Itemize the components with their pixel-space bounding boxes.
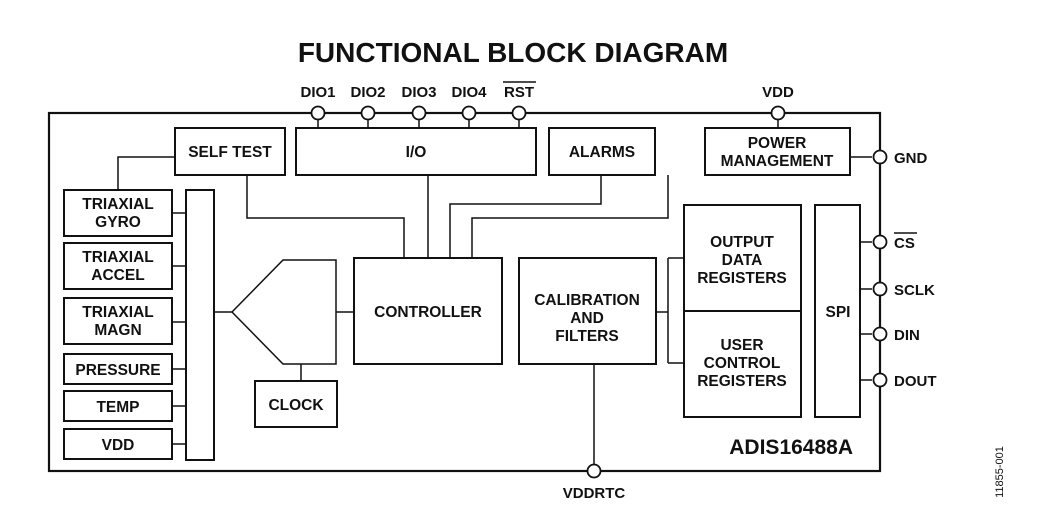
triaxial-accel-label-1: TRIAXIAL <box>82 249 153 266</box>
triaxial-magn-label-1: TRIAXIAL <box>82 304 153 321</box>
io-label: I/O <box>406 144 427 161</box>
pressure-label: PRESSURE <box>75 362 160 379</box>
sensor-bus <box>185 189 215 461</box>
triaxial-magn-label-2: MAGN <box>94 322 141 339</box>
diagram-title: FUNCTIONAL BLOCK DIAGRAM <box>298 37 728 68</box>
triaxial-gyro-label-1: TRIAXIAL <box>82 196 153 213</box>
controller-block: CONTROLLER <box>353 257 503 365</box>
figure-code: 11855-001 <box>994 446 1006 498</box>
pin-label-gnd: GND <box>894 150 928 167</box>
power-management-label-2: MANAGEMENT <box>721 153 834 170</box>
pin-vdd <box>770 105 786 121</box>
triaxial-accel-block: TRIAXIAL ACCEL <box>63 242 173 290</box>
user-registers-label-3: REGISTERS <box>697 373 787 390</box>
pin-vddrtc <box>586 463 602 479</box>
output-data-registers-block: OUTPUT DATA REGISTERS <box>683 204 802 312</box>
user-control-registers-block: USER CONTROL REGISTERS <box>683 310 802 418</box>
controller-label: CONTROLLER <box>374 304 482 321</box>
part-number: ADIS16488A <box>729 436 853 459</box>
pin-rst <box>511 105 527 121</box>
pin-dio2 <box>360 105 376 121</box>
spi-block: SPI <box>814 204 861 418</box>
calibration-block: CALIBRATION AND FILTERS <box>518 257 657 365</box>
pin-dio3 <box>411 105 427 121</box>
triaxial-gyro-label-2: GYRO <box>95 214 141 231</box>
pin-sclk <box>872 281 888 297</box>
output-registers-label-2: DATA <box>722 252 763 269</box>
pin-label-vdd: VDD <box>762 84 794 101</box>
pin-label-dio4: DIO4 <box>451 84 487 101</box>
pin-label-dio2: DIO2 <box>350 84 385 101</box>
pin-dio1 <box>310 105 326 121</box>
pin-label-dio1: DIO1 <box>300 84 335 101</box>
output-registers-label-3: REGISTERS <box>697 270 787 287</box>
pin-label-sclk: SCLK <box>894 282 935 299</box>
alarms-label: ALARMS <box>569 144 635 161</box>
pin-label-vddrtc: VDDRTC <box>563 485 626 502</box>
self-test-label: SELF TEST <box>188 144 272 161</box>
alarms-block: ALARMS <box>548 127 656 176</box>
calibration-label-3: FILTERS <box>555 328 618 345</box>
calibration-label-1: CALIBRATION <box>534 292 640 309</box>
pin-gnd <box>872 149 888 165</box>
connection-wires <box>117 113 872 464</box>
pin-label-din: DIN <box>894 327 920 344</box>
output-registers-label-1: OUTPUT <box>710 234 774 251</box>
pin-label-rst: RST <box>504 84 534 101</box>
self-test-block: SELF TEST <box>174 127 286 176</box>
temp-label: TEMP <box>96 399 139 416</box>
pin-din <box>872 326 888 342</box>
vdd-sensor-block: VDD <box>63 428 173 460</box>
triaxial-accel-label-2: ACCEL <box>91 267 144 284</box>
io-block: I/O <box>295 127 537 176</box>
pin-label-dio3: DIO3 <box>401 84 436 101</box>
pin-label-dout: DOUT <box>894 373 937 390</box>
triaxial-magn-block: TRIAXIAL MAGN <box>63 297 173 345</box>
temp-block: TEMP <box>63 390 173 422</box>
calibration-label-2: AND <box>570 310 604 327</box>
clock-label: CLOCK <box>268 397 324 414</box>
pin-label-cs: CS <box>894 235 915 252</box>
spi-label: SPI <box>826 304 851 321</box>
pin-dout <box>872 372 888 388</box>
clock-block: CLOCK <box>254 380 338 428</box>
top-pins: DIO1 DIO2 DIO3 DIO4 RST VDD <box>300 81 794 121</box>
pin-dio4 <box>461 105 477 121</box>
triaxial-gyro-block: TRIAXIAL GYRO <box>63 189 173 237</box>
bottom-pins: VDDRTC <box>563 463 626 502</box>
pin-cs <box>872 234 888 250</box>
power-management-block: POWER MANAGEMENT <box>704 127 851 176</box>
user-registers-label-2: CONTROL <box>704 355 781 372</box>
right-pins: GND CS SCLK DIN DOUT <box>872 149 937 390</box>
vdd-sensor-label: VDD <box>102 437 135 454</box>
power-management-label-1: POWER <box>748 135 807 152</box>
user-registers-label-1: USER <box>720 337 763 354</box>
pressure-block: PRESSURE <box>63 353 173 385</box>
